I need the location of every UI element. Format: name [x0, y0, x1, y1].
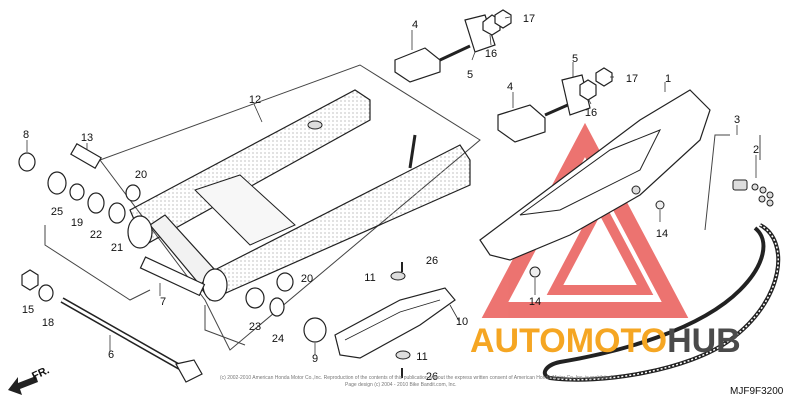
part-label: 17: [523, 13, 535, 25]
bearing-23: [245, 287, 265, 309]
part-label: 19: [71, 217, 83, 229]
collar-20b: [276, 272, 294, 292]
bolt-14b: [529, 266, 541, 278]
pipe-13: [70, 142, 102, 170]
part-label: 14: [529, 296, 541, 308]
part-label: 4: [507, 81, 513, 93]
part-label: 7: [160, 296, 166, 308]
part-label: 26: [426, 371, 438, 383]
part-label: 25: [51, 206, 63, 218]
washer-18: [38, 284, 54, 302]
collar-20a: [125, 184, 141, 202]
watermark-text-part2: HUB: [667, 322, 741, 360]
part-label: 14: [656, 228, 668, 240]
adjuster-4b: [497, 104, 546, 143]
part-label: 4: [412, 19, 418, 31]
watermark-text-part1: AUTOMOTO: [470, 322, 667, 360]
part-label: 16: [585, 107, 597, 119]
seal-19: [69, 183, 85, 201]
part-label: 24: [272, 333, 284, 345]
right-parts-outline: [204, 305, 246, 346]
watermark-text: AUTOMOTOHUB: [470, 322, 741, 360]
pivot-bolt-6: [60, 297, 203, 383]
front-marker-label: FR.: [30, 364, 51, 382]
nut-16b: [579, 79, 597, 101]
part-label: 13: [81, 132, 93, 144]
chain-slider-10: [334, 271, 456, 360]
seal-24: [269, 297, 285, 317]
part-label: 5: [572, 53, 578, 65]
leader-lines: [26, 16, 757, 355]
part-label: 17: [626, 73, 638, 85]
part-label: 18: [42, 317, 54, 329]
bolt-14a: [655, 200, 665, 210]
pipe-7: [139, 256, 206, 297]
part-label: 21: [111, 242, 123, 254]
nut-15: [21, 269, 39, 291]
diagram-code: MJF9F3200: [730, 386, 784, 397]
part-label: 11: [364, 272, 375, 284]
collar-8: [18, 152, 36, 172]
bearing-21: [108, 202, 126, 224]
chain-outline: [704, 134, 730, 231]
part-label: 20: [135, 169, 147, 181]
drive-chain-3: [542, 223, 781, 382]
part-label: 20: [301, 273, 313, 285]
part-label: 15: [22, 304, 34, 316]
part-label: 16: [485, 48, 497, 60]
swingarm: [127, 89, 471, 302]
part-label: 12: [249, 94, 261, 106]
part-label: 11: [416, 351, 427, 363]
copyright-text-line2: Page design (c) 2004 - 2010 Bike Bandit.…: [345, 382, 456, 388]
front-arrow-icon: [8, 376, 38, 395]
left-parts-outline: [44, 225, 151, 301]
chain-adjusters: [394, 9, 613, 143]
adjuster-4a: [394, 47, 441, 83]
nut-17a: [494, 9, 512, 29]
part-labels: 1234455678910111112131414151616171718192…: [22, 13, 759, 383]
master-link-2: [732, 179, 774, 207]
bearing-25: [47, 171, 67, 195]
nut-17b: [595, 67, 613, 87]
part-label: 5: [467, 69, 473, 81]
part-label: 8: [23, 129, 29, 141]
bearing-22: [87, 192, 105, 214]
chain-case-1: [479, 89, 711, 278]
part-label: 9: [312, 353, 318, 365]
part-label: 10: [456, 316, 468, 328]
part-label: 1: [665, 73, 671, 85]
part-label: 3: [734, 114, 740, 126]
part-label: 26: [426, 255, 438, 267]
collar-9: [303, 317, 327, 343]
part-label: 2: [753, 144, 759, 156]
copyright-text: (c) 2002-2010 American Honda Motor Co.,I…: [220, 375, 614, 381]
part-label: 22: [90, 229, 102, 241]
part-label: 6: [108, 349, 114, 361]
part-label: 23: [249, 321, 261, 333]
pivot-bushings: [18, 142, 327, 343]
